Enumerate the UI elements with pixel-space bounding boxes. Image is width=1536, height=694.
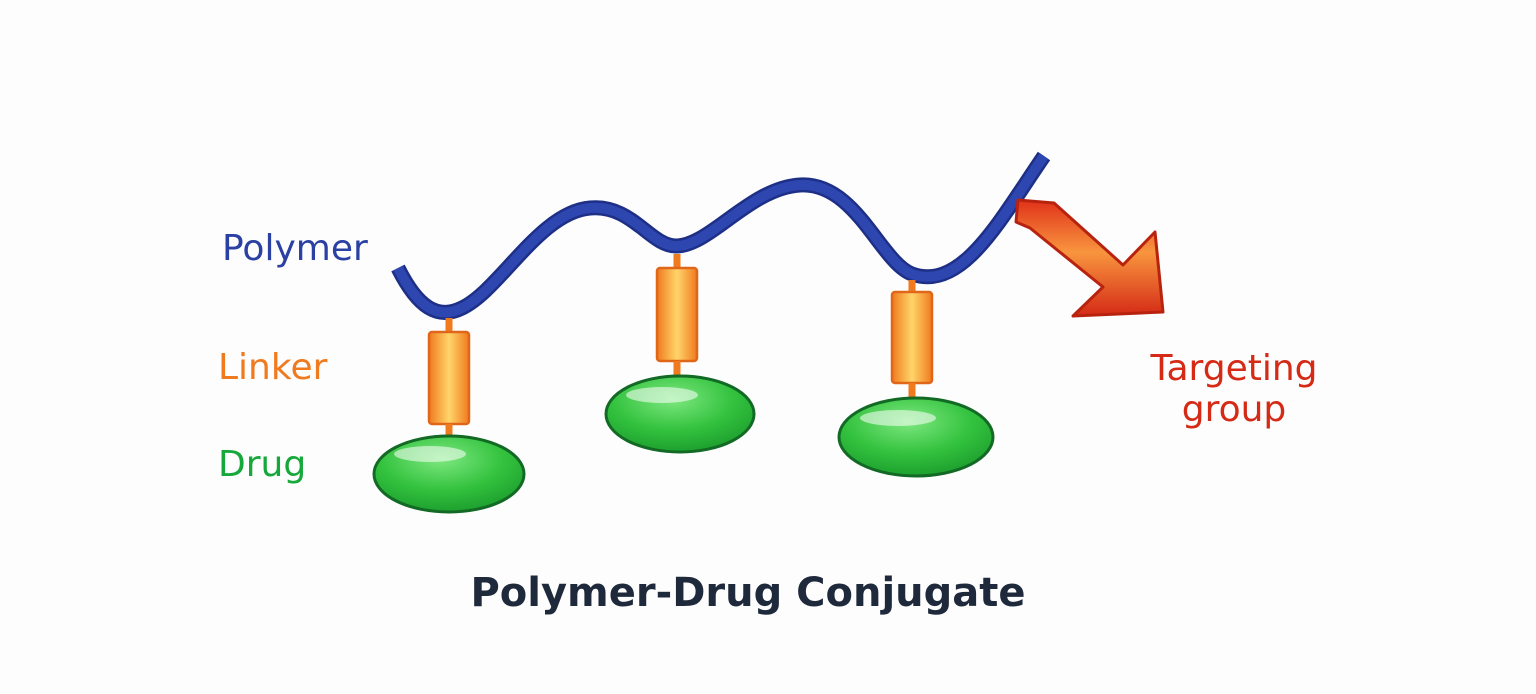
drug-icon [604,374,756,454]
polymer-label: Polymer [222,228,368,269]
linker-icon [655,254,699,378]
linker-drug-unit-3 [837,280,995,478]
drug-label: Drug [218,444,307,485]
drug-icon [837,396,995,478]
diagram-title: Polymer-Drug Conjugate [470,570,1026,616]
targeting-label-line1: Targeting [1150,348,1318,389]
linker-drug-unit-1 [372,318,526,514]
polymer-chain-icon [391,151,1051,320]
targeting-label-line2: group [1181,389,1287,430]
targeting-arrow-icon [1014,198,1165,318]
linker-label: Linker [218,347,328,388]
linker-icon [890,280,934,400]
linker-icon [427,318,471,438]
targeting-group-label: Targeting group [1124,348,1344,430]
linker-drug-unit-2 [604,254,756,454]
drug-icon [372,434,526,514]
